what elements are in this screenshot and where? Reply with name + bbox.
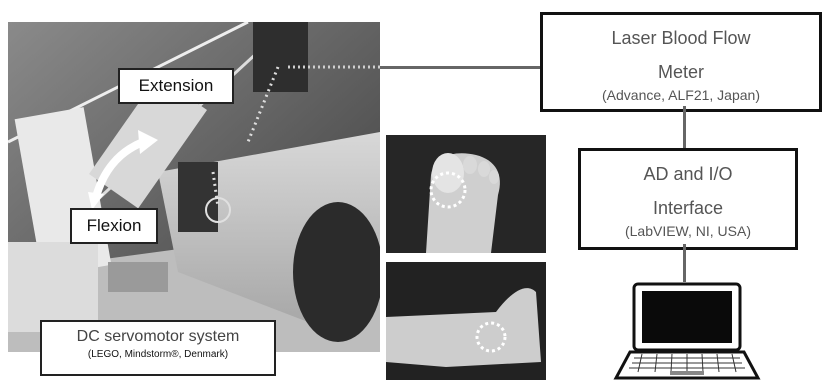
servo-system-subtitle: (LEGO, Mindstorm®, Denmark) (42, 349, 274, 360)
toe-photo (386, 135, 546, 253)
ad-title-line1: AD and I/O (581, 163, 795, 185)
laptop-icon (612, 282, 762, 382)
servo-system-box: DC servomotor system (LEGO, Mindstorm®, … (40, 320, 276, 376)
flexion-text: Flexion (87, 216, 142, 236)
probe-connector (380, 66, 540, 69)
curved-arrow-icon (80, 120, 160, 200)
laser-to-ad-connector (683, 106, 686, 148)
extension-text: Extension (139, 76, 214, 96)
laser-meter-title-line1: Laser Blood Flow (543, 27, 819, 49)
ad-title-line2: Interface (581, 197, 795, 219)
ad-subtitle: (LabVIEW, NI, USA) (581, 221, 795, 241)
ankle-photo (386, 262, 546, 380)
ad-io-interface-box: AD and I/O Interface (LabVIEW, NI, USA) (578, 148, 798, 250)
laser-meter-subtitle: (Advance, ALF21, Japan) (543, 85, 819, 105)
ad-to-laptop-connector (683, 244, 686, 282)
laser-meter-title-line2: Meter (543, 61, 819, 83)
servo-system-title: DC servomotor system (42, 328, 274, 346)
laser-blood-flow-meter-box: Laser Blood Flow Meter (Advance, ALF21, … (540, 12, 822, 112)
flexion-label: Flexion (70, 208, 158, 244)
extension-label: Extension (118, 68, 234, 104)
